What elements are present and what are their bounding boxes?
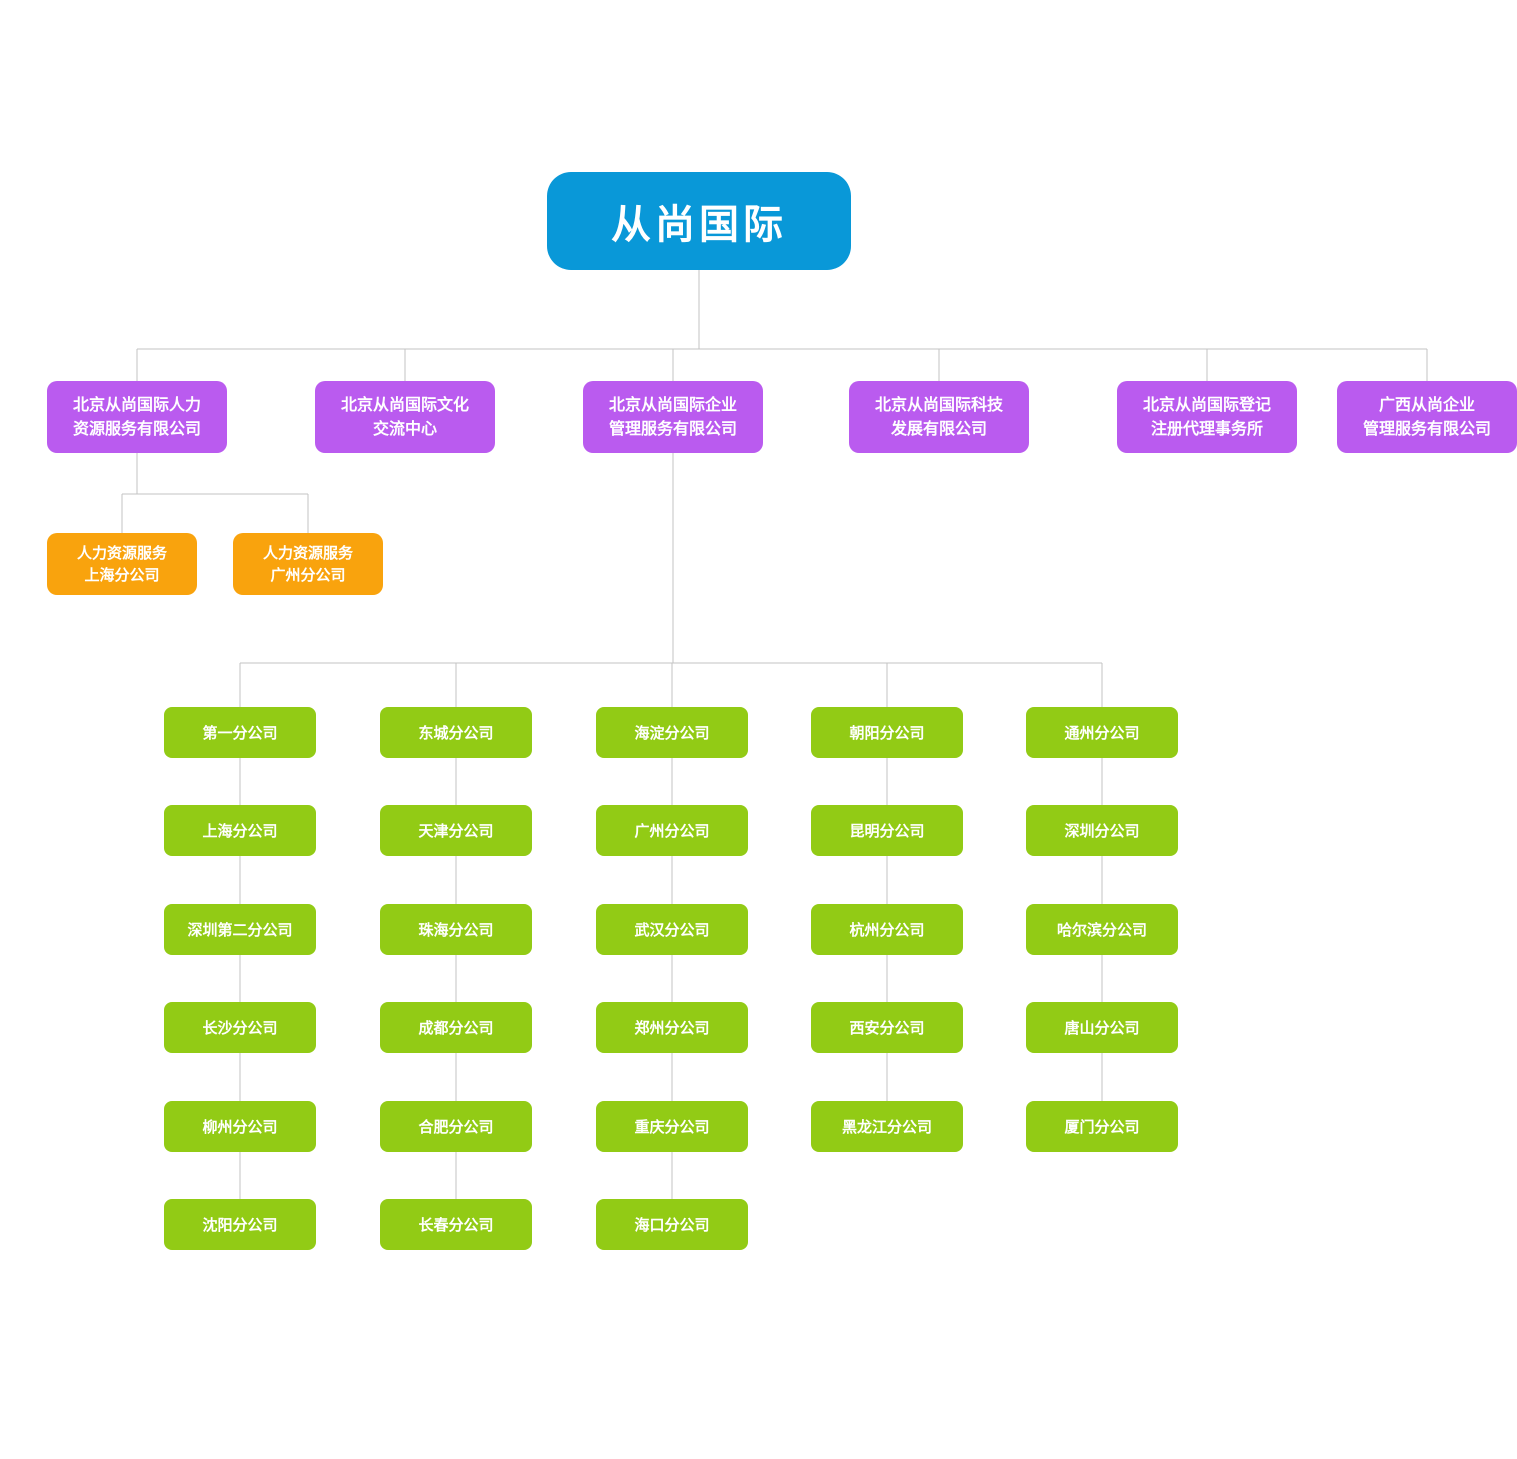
node-label: 资源服务有限公司: [72, 419, 201, 438]
branch-node: 上海分公司: [164, 805, 316, 856]
node-label: 从尚国际: [611, 202, 787, 248]
node-label: 深圳分公司: [1064, 822, 1140, 840]
branch-node: 东城分公司: [380, 707, 532, 758]
branch-node: 郑州分公司: [596, 1002, 748, 1053]
hr-branch-node: 人力资源服务广州分公司: [233, 533, 383, 595]
branch-node: 重庆分公司: [596, 1101, 748, 1152]
node-label: 人力资源服务: [76, 544, 167, 562]
node-label: 北京从尚国际登记: [1142, 395, 1271, 414]
node-label: 杭州分公司: [849, 921, 925, 939]
subsidiary-node: 北京从尚国际科技发展有限公司: [849, 381, 1029, 453]
node-label: 海口分公司: [634, 1216, 710, 1234]
node-label: 上海分公司: [202, 822, 278, 840]
branch-node: 深圳分公司: [1026, 805, 1178, 856]
subsidiary-node: 北京从尚国际登记注册代理事务所: [1117, 381, 1297, 453]
node-label: 注册代理事务所: [1150, 419, 1263, 438]
node-label: 深圳第二分公司: [187, 921, 293, 939]
hr-branch-node: 人力资源服务上海分公司: [47, 533, 197, 595]
subsidiary-node: 北京从尚国际文化交流中心: [315, 381, 495, 453]
branch-node: 第一分公司: [164, 707, 316, 758]
node-label: 黑龙江分公司: [841, 1118, 932, 1136]
branch-node: 昆明分公司: [811, 805, 963, 856]
node-label: 管理服务有限公司: [608, 419, 737, 438]
branch-node: 海口分公司: [596, 1199, 748, 1250]
node-label: 武汉分公司: [634, 921, 710, 939]
node-label: 朝阳分公司: [849, 724, 925, 742]
branch-node: 唐山分公司: [1026, 1002, 1178, 1053]
subsidiary-node: 广西从尚企业管理服务有限公司: [1337, 381, 1517, 453]
branch-node: 长春分公司: [380, 1199, 532, 1250]
node-label: 管理服务有限公司: [1362, 419, 1491, 438]
branch-node: 天津分公司: [380, 805, 532, 856]
node-label: 昆明分公司: [849, 822, 925, 840]
node-label: 北京从尚国际文化: [340, 395, 469, 414]
branch-node: 珠海分公司: [380, 904, 532, 955]
node-label: 珠海分公司: [418, 921, 494, 939]
branch-node: 武汉分公司: [596, 904, 748, 955]
node-label: 成都分公司: [418, 1019, 494, 1037]
subsidiary-node: 北京从尚国际人力资源服务有限公司: [47, 381, 227, 453]
node-label: 北京从尚国际企业: [608, 395, 737, 414]
subsidiary-node: 北京从尚国际企业管理服务有限公司: [583, 381, 763, 453]
node-label: 通州分公司: [1064, 724, 1140, 742]
node-label: 天津分公司: [418, 822, 494, 840]
branch-node: 厦门分公司: [1026, 1101, 1178, 1152]
node-label: 广西从尚企业: [1378, 395, 1475, 414]
node-label: 人力资源服务: [262, 544, 353, 562]
branch-node: 哈尔滨分公司: [1026, 904, 1178, 955]
branch-node: 长沙分公司: [164, 1002, 316, 1053]
node-label: 郑州分公司: [634, 1019, 710, 1037]
node-label: 海淀分公司: [634, 724, 710, 742]
node-label: 北京从尚国际人力: [72, 395, 201, 414]
node-label: 合肥分公司: [418, 1118, 494, 1136]
branch-node: 黑龙江分公司: [811, 1101, 963, 1152]
node-label: 长沙分公司: [202, 1019, 278, 1037]
branch-node: 广州分公司: [596, 805, 748, 856]
node-label: 东城分公司: [418, 724, 494, 742]
node-label: 哈尔滨分公司: [1056, 921, 1147, 939]
node-label: 北京从尚国际科技: [874, 395, 1003, 414]
branch-node: 朝阳分公司: [811, 707, 963, 758]
node-label: 交流中心: [372, 419, 437, 438]
node-label: 厦门分公司: [1064, 1118, 1140, 1136]
node-label: 第一分公司: [202, 724, 278, 742]
node-label: 沈阳分公司: [202, 1216, 278, 1234]
branch-node: 通州分公司: [1026, 707, 1178, 758]
node-label: 柳州分公司: [202, 1118, 278, 1136]
node-label: 重庆分公司: [634, 1118, 710, 1136]
node-label: 西安分公司: [849, 1019, 925, 1037]
node-label: 广州分公司: [634, 822, 710, 840]
node-label: 广州分公司: [270, 566, 346, 584]
branch-node: 合肥分公司: [380, 1101, 532, 1152]
node-label: 上海分公司: [84, 566, 160, 584]
branch-node: 柳州分公司: [164, 1101, 316, 1152]
root-company-node: 从尚国际: [547, 172, 851, 270]
branch-node: 深圳第二分公司: [164, 904, 316, 955]
branch-node: 成都分公司: [380, 1002, 532, 1053]
node-label: 发展有限公司: [890, 419, 987, 438]
branch-node: 杭州分公司: [811, 904, 963, 955]
branch-node: 沈阳分公司: [164, 1199, 316, 1250]
branch-node: 海淀分公司: [596, 707, 748, 758]
node-label: 长春分公司: [418, 1216, 494, 1234]
branch-node: 西安分公司: [811, 1002, 963, 1053]
node-label: 唐山分公司: [1064, 1019, 1140, 1037]
